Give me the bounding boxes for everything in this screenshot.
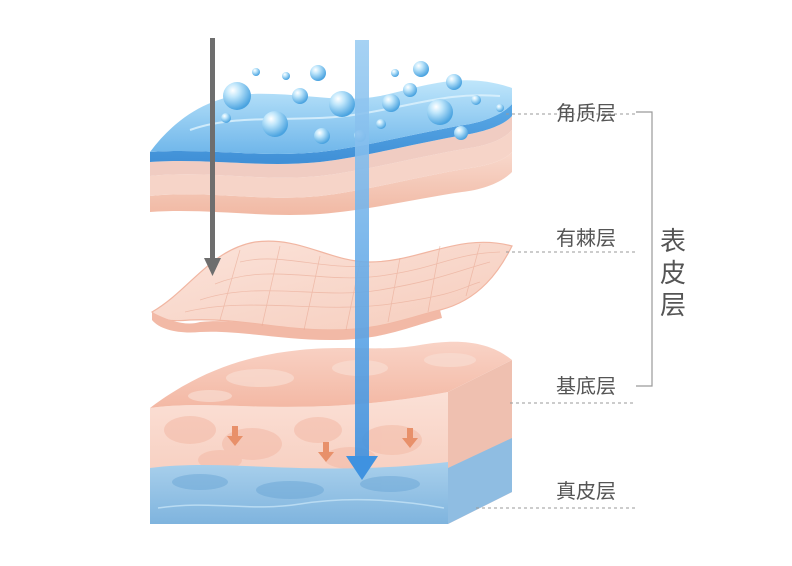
label-epidermis-char-1: 表 (659, 227, 686, 257)
water-droplets (221, 61, 504, 144)
spinous-layer-sheet (151, 240, 513, 340)
epidermis-bracket (636, 111, 653, 387)
label-epidermis-char-2: 皮 (659, 259, 686, 289)
label-stratum-basale: 基底层 (556, 374, 616, 398)
label-stratum-corneum: 角质层 (556, 101, 616, 125)
label-dermis: 真皮层 (556, 479, 616, 503)
label-epidermis: 表 皮 层 (658, 226, 688, 322)
label-stratum-spinosum: 有棘层 (556, 226, 616, 250)
label-epidermis-char-3: 层 (659, 291, 686, 321)
down-arrow-icon (227, 426, 418, 462)
basal-dermis-block (150, 341, 512, 524)
stratum-corneum-layer (150, 80, 512, 215)
blue-down-arrow-icon (346, 40, 378, 480)
label-leader-lines (476, 113, 636, 509)
gray-down-arrow-icon (204, 38, 221, 276)
